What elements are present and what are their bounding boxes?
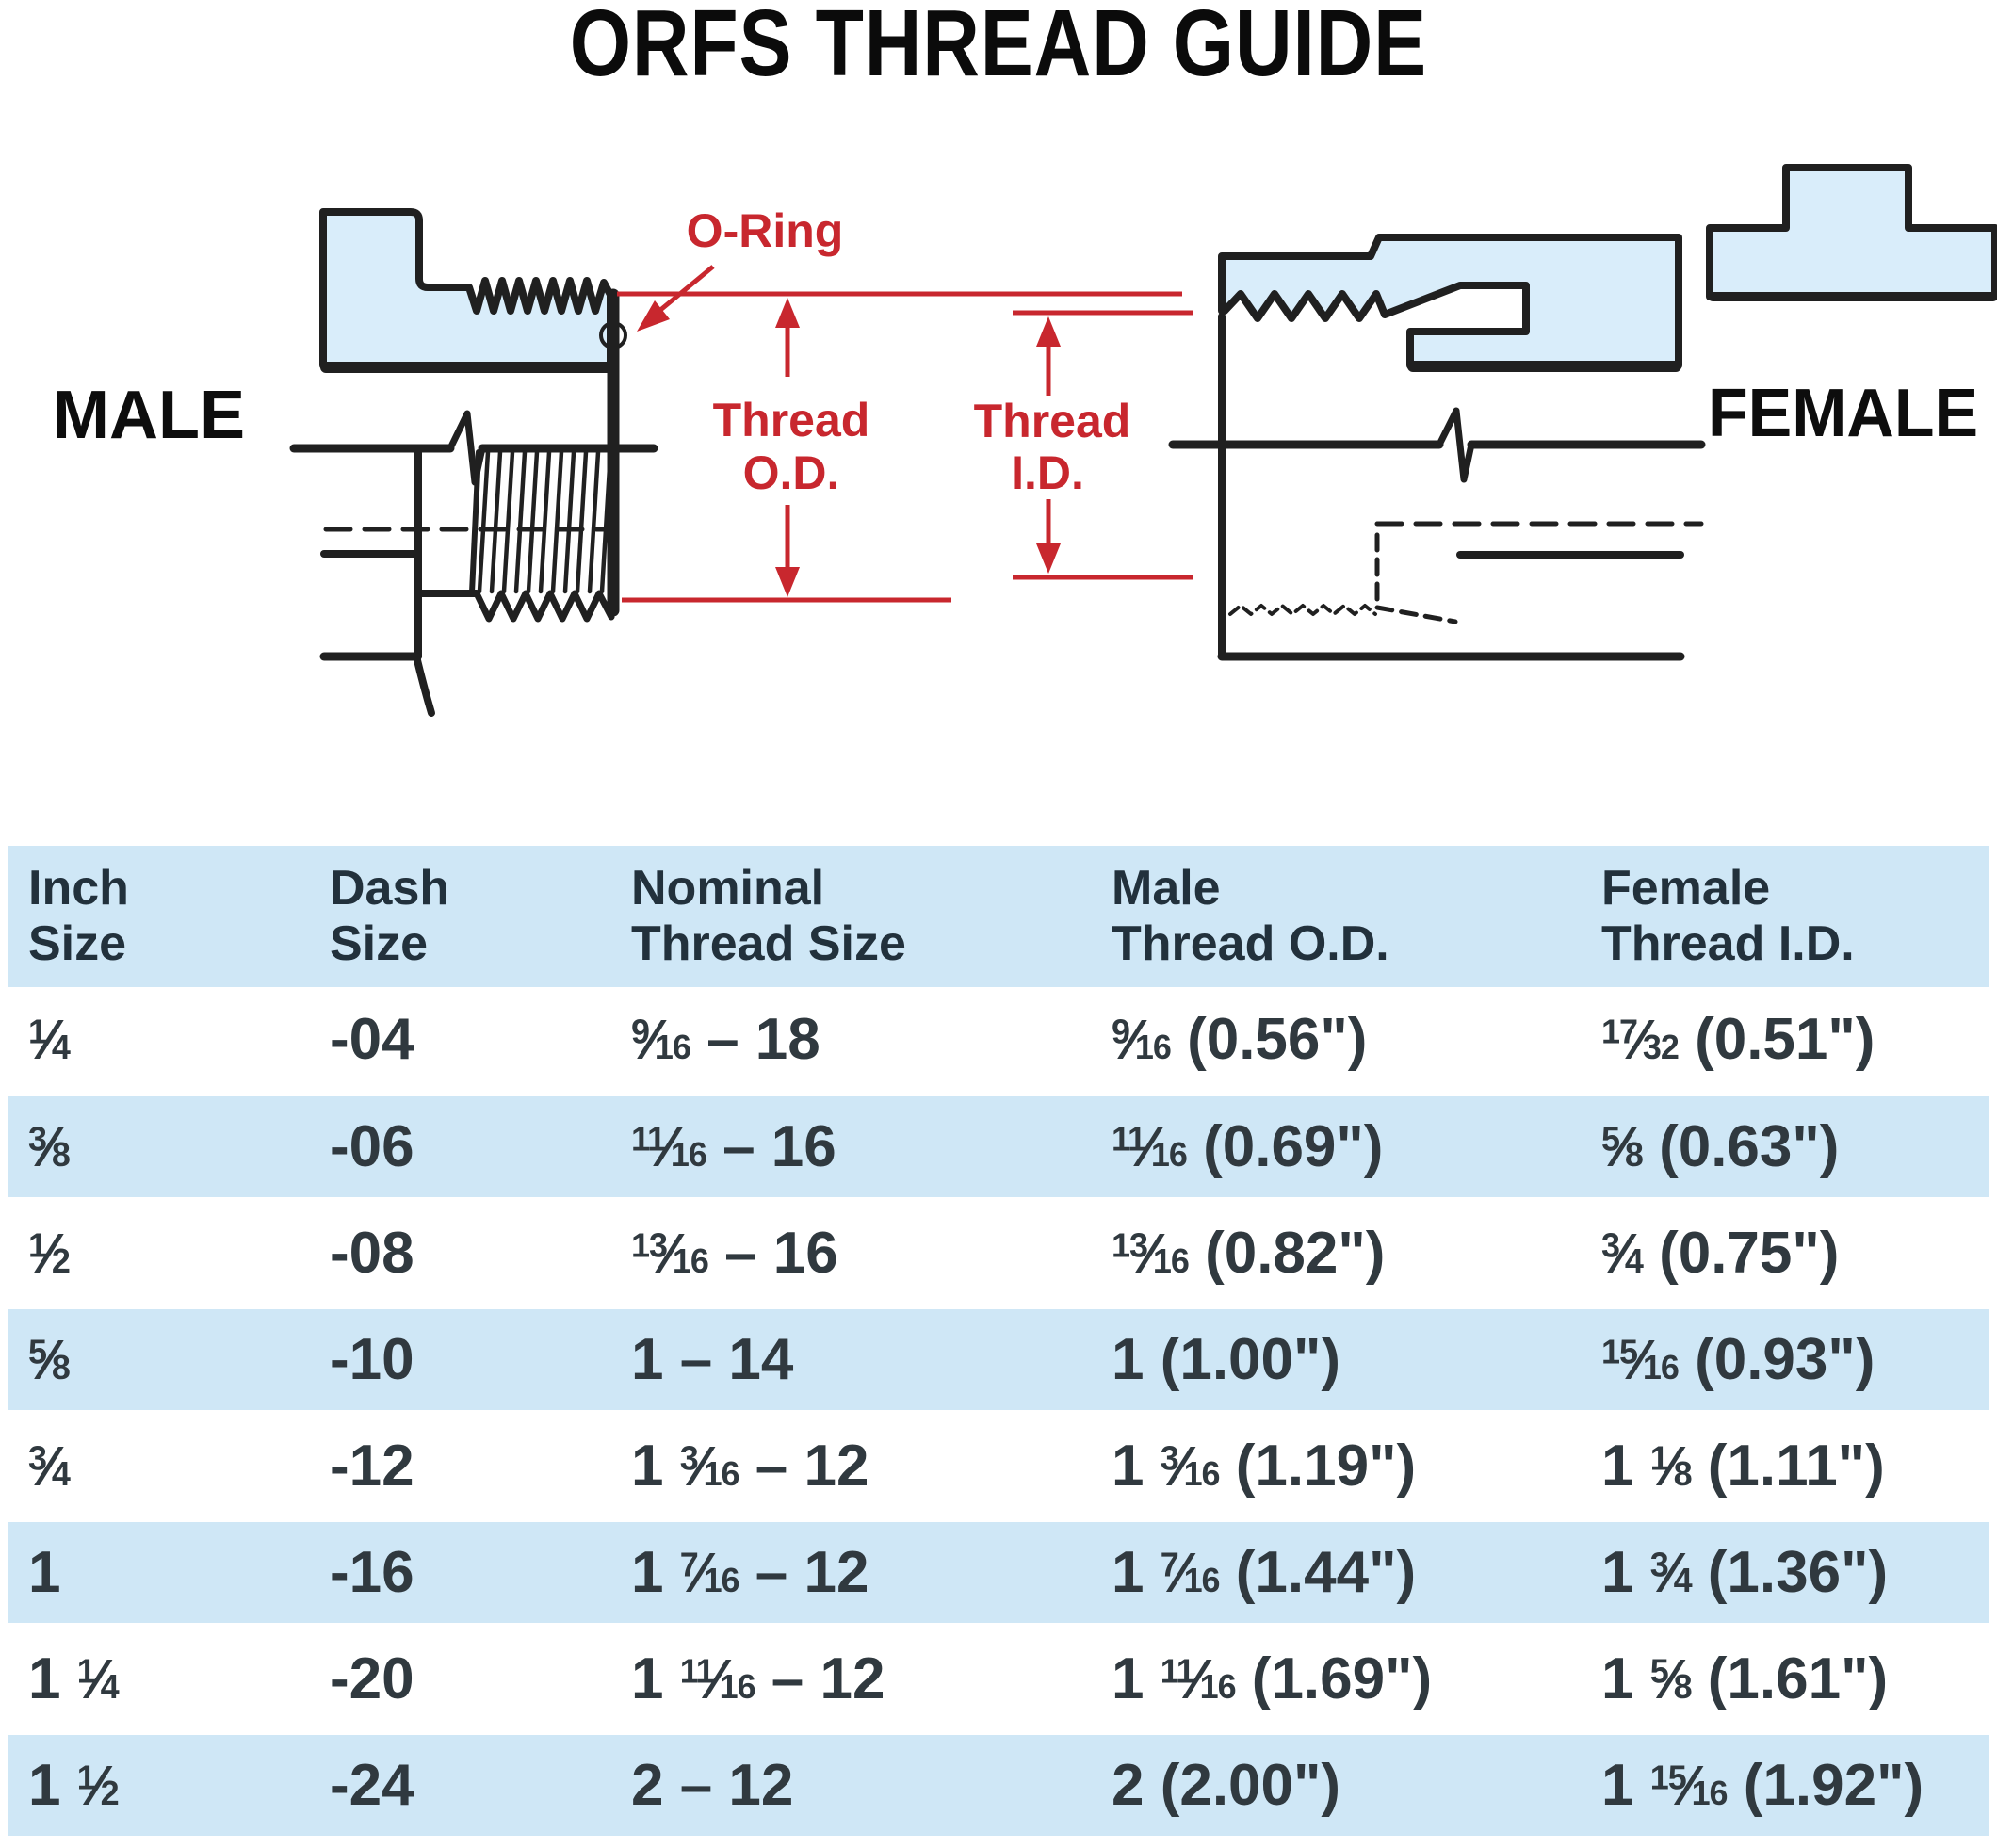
- o-ring-pointer-line: [658, 265, 715, 313]
- col-header-inch-size: Inch Size: [28, 860, 129, 971]
- cell-female-id: 1 15⁄16 (1.92"): [1601, 1753, 1924, 1818]
- table-row: 1⁄4 -04 9⁄16 – 18 9⁄16 (0.56") 17⁄32 (0.…: [8, 987, 1989, 1094]
- table-row: 1 1⁄4 -20 1 11⁄16 – 12 1 11⁄16 (1.69") 1…: [8, 1626, 1989, 1732]
- table-row: 1⁄2 -08 13⁄16 – 16 13⁄16 (0.82") 3⁄4 (0.…: [8, 1200, 1989, 1306]
- page-title-row: ORFS THREAD GUIDE: [0, 0, 1997, 94]
- cell-female-id: 3⁄4 (0.75"): [1601, 1221, 1840, 1286]
- female-tube-flange: [1706, 164, 1997, 300]
- thread-hatch-lines: [477, 449, 613, 594]
- female-lower-section: [1168, 313, 1706, 661]
- col-header-nominal-thread: Nominal Thread Size: [631, 860, 906, 971]
- female-nut-cross-section: [1218, 234, 1682, 369]
- female-fitting-drawing: Thread I.D.: [974, 164, 1997, 661]
- male-thread-end-view: [289, 288, 658, 717]
- cell-nominal-thread: 1 3⁄16 – 12: [631, 1434, 869, 1499]
- thread-id-label-line1: Thread: [974, 395, 1131, 447]
- cell-inch-size: 1 1⁄2: [28, 1753, 120, 1818]
- col-header-dash-size: Dash Size: [330, 860, 450, 971]
- cell-male-od: 13⁄16 (0.82"): [1112, 1221, 1386, 1286]
- cell-dash-size: -20: [330, 1646, 414, 1711]
- cell-nominal-thread: 13⁄16 – 16: [631, 1221, 838, 1286]
- cell-male-od: 1 11⁄16 (1.69"): [1112, 1646, 1433, 1711]
- female-dimension-annotations: Thread I.D.: [974, 310, 1193, 580]
- cell-female-id: 1 1⁄8 (1.11"): [1601, 1434, 1885, 1499]
- page-title: ORFS THREAD GUIDE: [569, 0, 1428, 96]
- cell-female-id: 15⁄16 (0.93"): [1601, 1327, 1875, 1392]
- cell-female-id: 1 3⁄4 (1.36"): [1601, 1540, 1889, 1605]
- table-row: 1 -16 1 7⁄16 – 12 1 7⁄16 (1.44") 1 3⁄4 (…: [8, 1519, 1989, 1626]
- col-header-male-thread-od: Male Thread O.D.: [1112, 860, 1389, 971]
- cell-male-od: 2 (2.00"): [1112, 1753, 1341, 1818]
- fitting-diagram-canvas: Thread O.D. O-Ring: [289, 164, 1997, 717]
- cell-nominal-thread: 1 7⁄16 – 12: [631, 1540, 869, 1605]
- o-ring-pointer-arrowhead-icon: [637, 300, 670, 332]
- cell-dash-size: -12: [330, 1434, 414, 1499]
- cell-nominal-thread: 1 – 14: [631, 1327, 794, 1392]
- table-row: 1 1⁄2 -24 2 – 12 2 (2.00") 1 15⁄16 (1.92…: [8, 1732, 1989, 1839]
- pipe-break-symbol: [1436, 407, 1475, 483]
- cell-dash-size: -16: [330, 1540, 414, 1605]
- col-header-female-thread-id: Female Thread I.D.: [1601, 860, 1855, 971]
- up-arrow-icon: [1036, 316, 1061, 347]
- fitting-diagrams: Thread O.D. O-Ring: [0, 0, 1997, 782]
- cell-inch-size: 3⁄8: [28, 1117, 71, 1178]
- cell-male-od: 9⁄16 (0.56"): [1112, 1006, 1368, 1072]
- hidden-thread-wave: [1228, 604, 1377, 616]
- o-ring-label: O-Ring: [687, 204, 844, 257]
- cell-dash-size: -06: [330, 1114, 414, 1179]
- down-arrow-icon: [1036, 543, 1061, 574]
- cell-nominal-thread: 11⁄16 – 16: [631, 1114, 836, 1179]
- thread-id-label-line2: I.D.: [1011, 446, 1084, 499]
- cell-male-od: 11⁄16 (0.69"): [1112, 1114, 1384, 1179]
- cell-male-od: 1 3⁄16 (1.19"): [1112, 1434, 1417, 1499]
- cell-nominal-thread: 1 11⁄16 – 12: [631, 1646, 885, 1711]
- thread-od-label-line1: Thread: [713, 394, 870, 446]
- cell-dash-size: -08: [330, 1221, 414, 1286]
- cell-dash-size: -04: [330, 1006, 414, 1072]
- thread-od-label-line2: O.D.: [743, 446, 840, 499]
- cell-inch-size: 1⁄2: [28, 1224, 71, 1285]
- table-header-row: Inch Size Dash Size Nominal Thread Size …: [8, 846, 1989, 987]
- cell-male-od: 1 (1.00"): [1112, 1327, 1341, 1392]
- cell-dash-size: -24: [330, 1753, 414, 1818]
- thread-teeth: [473, 590, 615, 623]
- cell-female-id: 1 5⁄8 (1.61"): [1601, 1646, 1889, 1711]
- down-arrow-icon: [775, 567, 800, 597]
- cell-nominal-thread: 2 – 12: [631, 1753, 794, 1818]
- cell-inch-size: 3⁄4: [28, 1436, 71, 1498]
- cell-female-id: 5⁄8 (0.63"): [1601, 1114, 1840, 1179]
- cell-inch-size: 1 1⁄4: [28, 1646, 120, 1711]
- table-row: 3⁄4 -12 1 3⁄16 – 12 1 3⁄16 (1.19") 1 1⁄8…: [8, 1413, 1989, 1519]
- table-row: 3⁄8 -06 11⁄16 – 16 11⁄16 (0.69") 5⁄8 (0.…: [8, 1094, 1989, 1200]
- female-side-label: FEMALE: [1708, 376, 1979, 451]
- cell-inch-size: 5⁄8: [28, 1330, 71, 1391]
- orfs-thread-spec-table: Inch Size Dash Size Nominal Thread Size …: [8, 846, 1989, 1841]
- cell-dash-size: -10: [330, 1327, 414, 1392]
- cell-female-id: 17⁄32 (0.51"): [1601, 1006, 1875, 1072]
- male-dimension-annotations: Thread O.D. O-Ring: [617, 204, 1182, 603]
- male-fitting-drawing: Thread O.D. O-Ring: [289, 204, 1182, 717]
- up-arrow-icon: [775, 298, 800, 328]
- cell-nominal-thread: 9⁄16 – 18: [631, 1006, 820, 1072]
- male-nut-cross-section: [319, 208, 614, 369]
- cell-male-od: 1 7⁄16 (1.44"): [1112, 1540, 1417, 1605]
- male-side-label: MALE: [53, 378, 245, 453]
- table-row: 5⁄8 -10 1 – 14 1 (1.00") 15⁄16 (0.93"): [8, 1306, 1989, 1413]
- cell-inch-size: 1⁄4: [28, 1009, 71, 1071]
- cell-inch-size: 1: [28, 1540, 61, 1605]
